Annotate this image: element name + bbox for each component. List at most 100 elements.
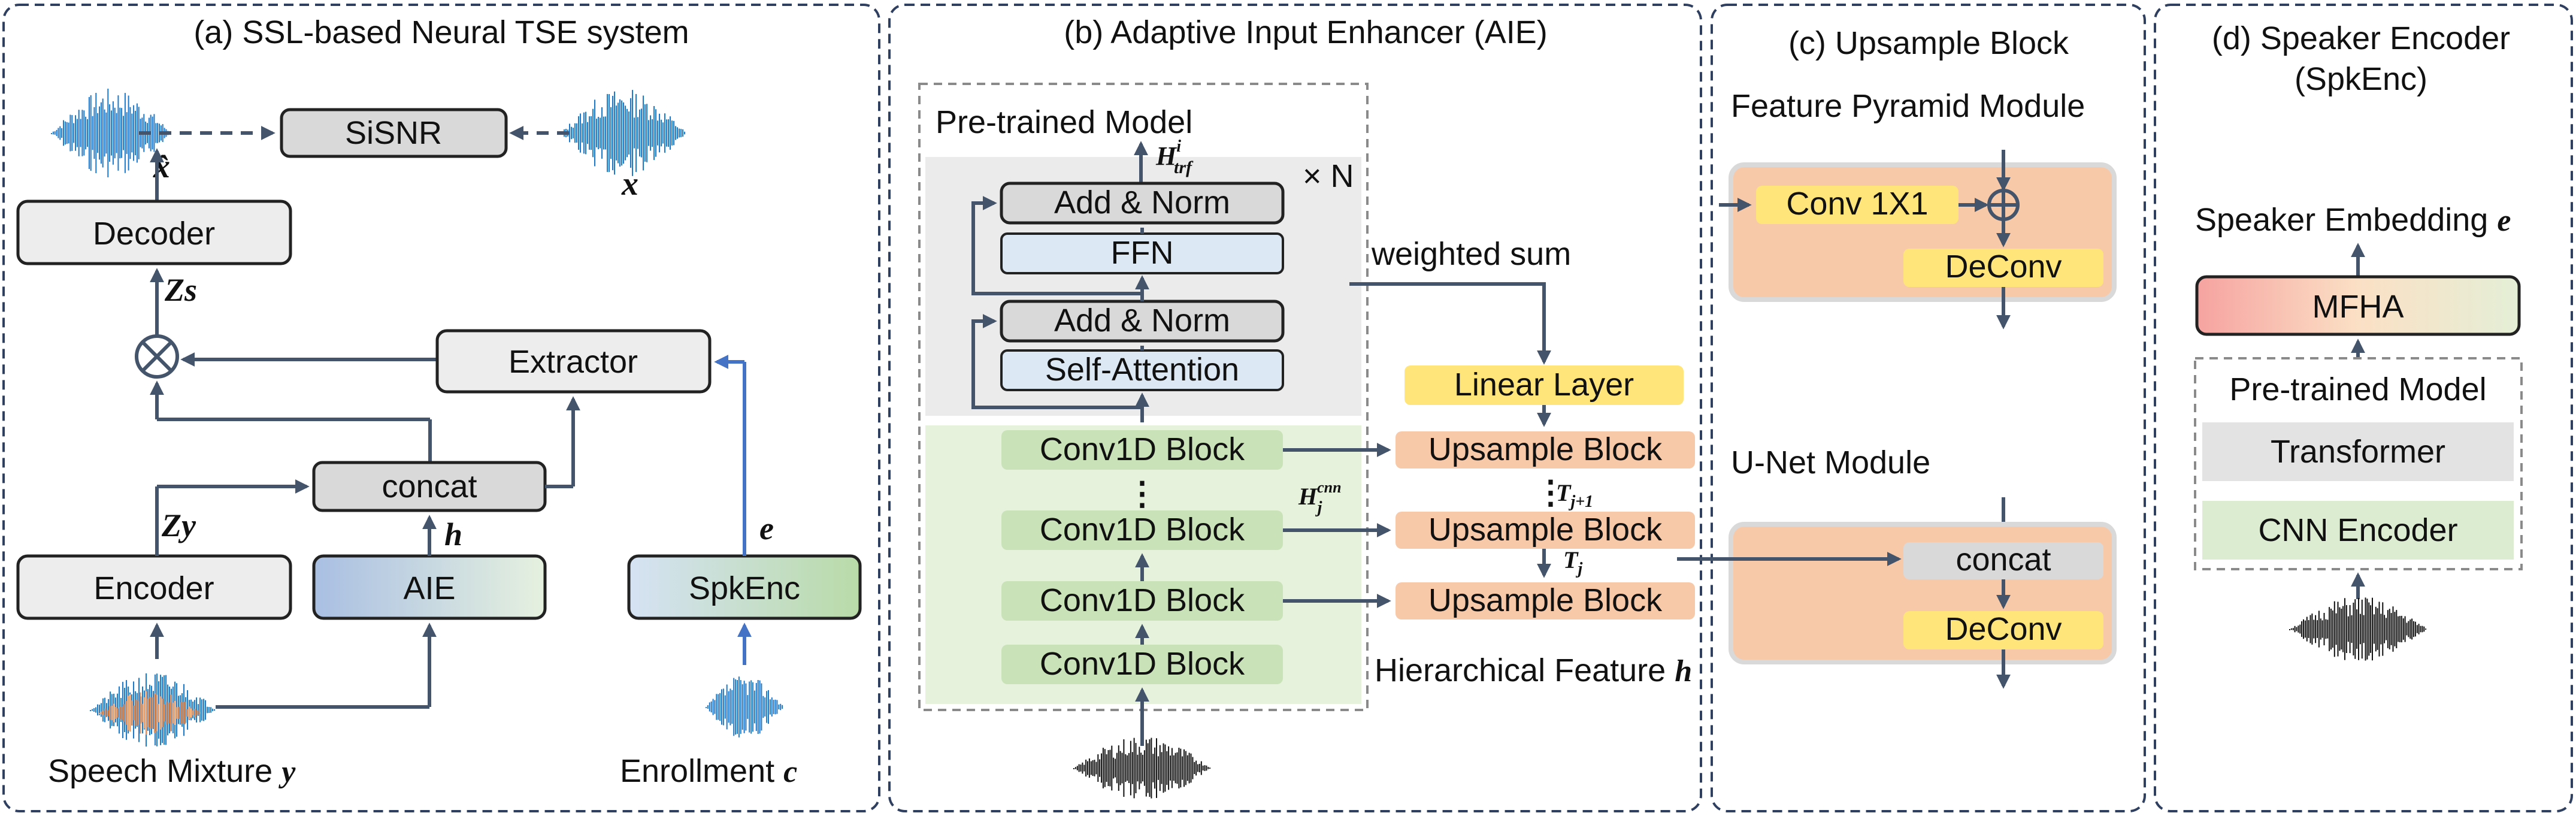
multiply-cross-2 [141,340,173,373]
waveform-sample [580,113,582,153]
waveform-sample [1104,749,1106,787]
waveform-sample [646,104,648,162]
waveform-sample [610,107,612,159]
waveform-sample [1116,752,1118,784]
x-symbol: x [621,165,638,203]
waveform-sample [102,698,104,722]
waveform-sample [198,712,200,714]
panel-c-frame [1711,4,2146,812]
upsample-block-bottom [1396,582,1695,619]
waveform-sample [1133,738,1135,799]
waveform-sample [2386,618,2387,640]
waveform-sample [69,114,71,152]
waveform-sample [1143,750,1145,786]
waveform-sample [137,693,138,727]
waveform-sample [2296,627,2297,631]
waveform-sample [1123,739,1125,797]
waveform-sample [2351,615,2353,643]
waveform-sample [1185,751,1186,785]
waveform-sample [724,695,726,719]
waveform-sample [212,708,214,712]
linear-layer-label: Linear Layer [1454,367,1634,403]
waveform-sample [83,110,85,156]
waveform-sample [1202,765,1204,770]
waveform-sample [51,133,52,134]
waveform-sample [1142,754,1143,782]
waveform-sample [585,111,587,155]
waveform-sample [166,701,168,725]
waveform-sample [198,704,199,716]
waveform-sample [97,704,99,716]
waveform-sample [2390,613,2392,645]
waveform-sample [207,706,208,714]
waveform-sample [152,116,153,150]
conv1d-label-2: Conv1D Block [1040,582,1245,618]
waveform-sample [64,121,66,145]
fpm-title: Feature Pyramid Module [1731,88,2085,124]
waveform-sample [99,713,101,714]
waveform-sample [782,705,783,709]
waveform-sample [2406,622,2408,636]
waveform-sample [1190,753,1192,783]
spk-pretrained-frame [2194,357,2523,570]
waveform-sample [769,699,771,715]
waveform-sample [1121,752,1123,784]
waveform-sample [2332,610,2333,648]
waveform-sample [1194,761,1195,774]
waveform-sample [609,94,610,173]
waveform-sample [2354,599,2356,659]
waveform-sample [2409,619,2411,639]
waveform-sample [1109,749,1111,787]
spk-pretrained-title: Pre-trained Model [2229,371,2486,407]
waveform-sample [2413,621,2414,637]
waveform-sample [682,129,684,137]
waveform-sample [114,107,116,159]
waveform-sample [2333,601,2335,657]
unet-deconv-block [1903,611,2103,649]
waveform-sample [2353,602,2354,655]
panel-d-frame [2154,4,2573,812]
waveform-sample [1094,760,1095,776]
waveform-sample [657,120,659,146]
waveform-sample [1180,748,1182,788]
waveform-sample [2365,597,2366,661]
waveform-sample [677,127,679,139]
waveform-sample [2372,597,2373,661]
waveform-sample [643,95,644,171]
waveform-sample [661,119,662,147]
unet-deconv-label: DeConv [1945,611,2062,647]
waveform-sample [634,117,635,149]
waveform-sample [764,697,766,717]
zs-symbol: Zs [164,272,197,308]
waveform-sample [128,95,129,171]
waveform-sample [2290,628,2292,630]
waveform-sample [601,107,603,159]
waveform-sample [1182,756,1183,780]
waveform-sample [1107,750,1109,786]
waveform-sample [87,119,88,147]
waveform-sample [2303,619,2304,639]
waveform-sample [101,711,102,715]
waveform-sample [1082,762,1083,774]
waveform-sample [2344,598,2345,660]
waveform-sample [1099,759,1101,777]
waveform-sample [196,697,198,723]
panel-c-title: (c) Upsample Block [1788,25,2069,61]
waveform-sample [135,700,137,726]
waveform-sample [673,120,675,146]
waveform-sample [126,112,128,154]
spk-emb-text: Speaker Embedding [2195,202,2488,238]
waveform-sample [135,691,137,729]
waveform-sample [753,690,755,724]
waveform-sample [569,123,571,143]
waveform-sample [1192,757,1194,779]
waveform-sample [628,111,630,155]
waveform-sample [617,102,619,164]
waveform-sample [172,702,174,724]
waveform-sample [1204,765,1206,771]
waveform-sample [778,704,780,709]
waveform-sample [2392,606,2394,652]
waveform-sample [56,129,57,137]
waveform-sample [2299,624,2301,634]
